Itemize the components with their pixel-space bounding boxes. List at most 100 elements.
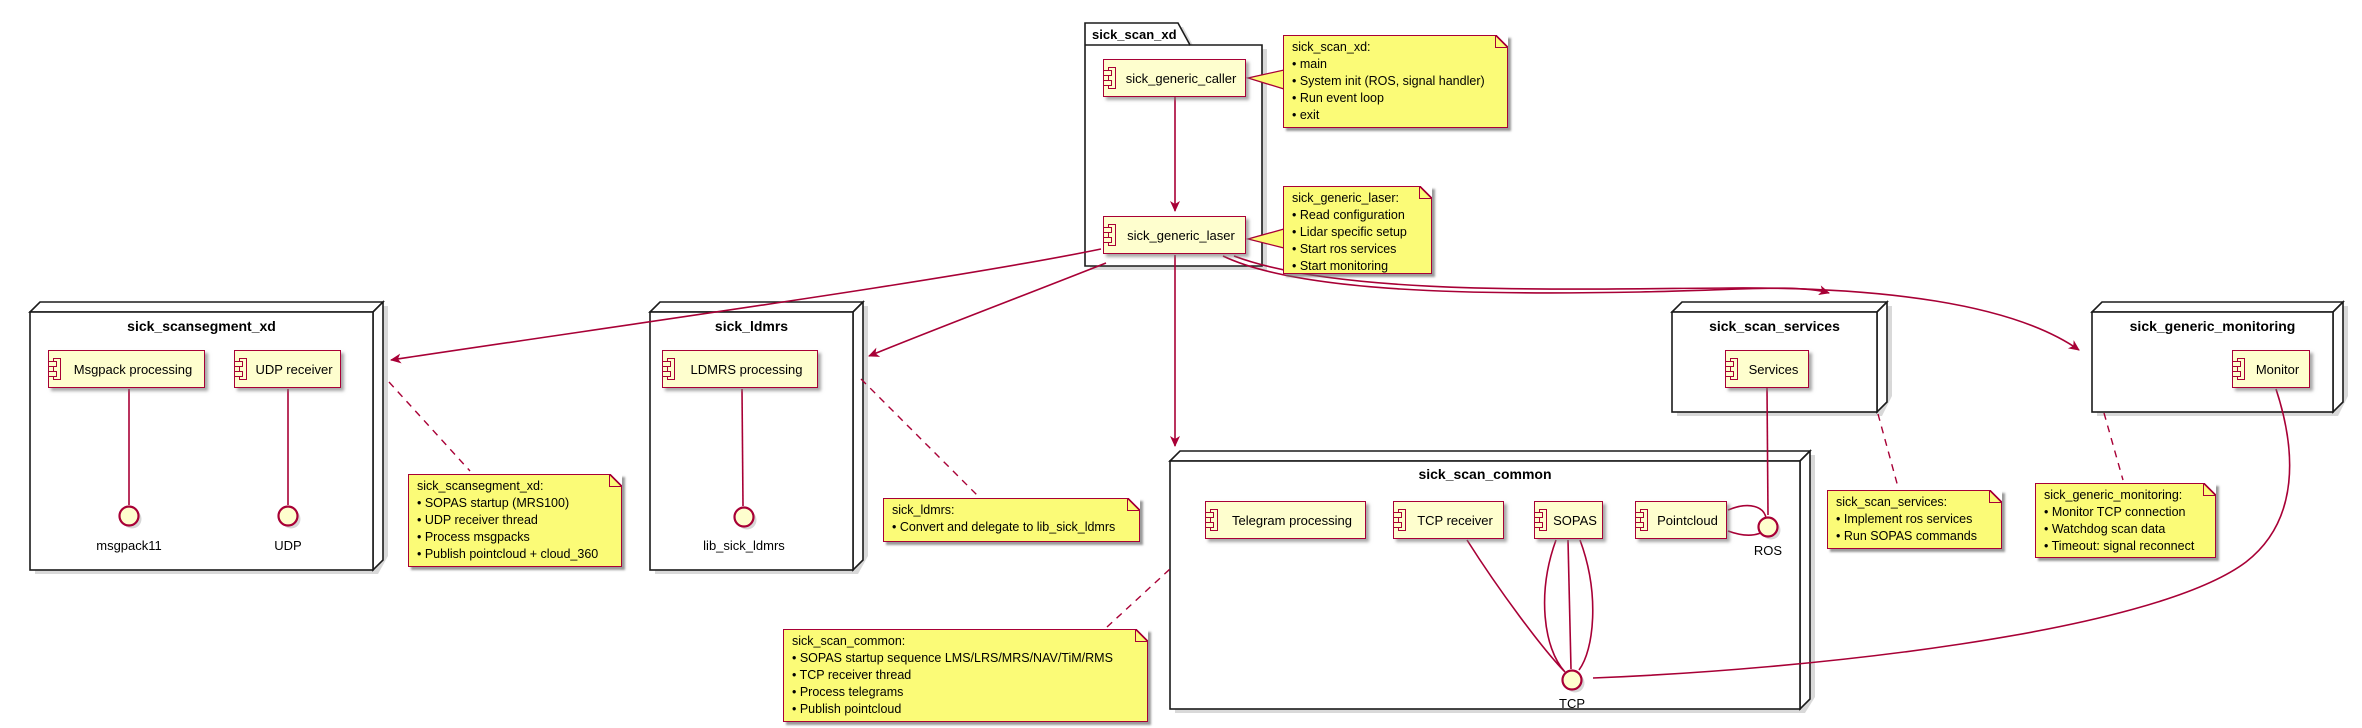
note-line: • Lidar specific setup bbox=[1292, 225, 1407, 239]
note-line: • Run SOPAS commands bbox=[1836, 529, 1978, 543]
component-icon bbox=[1534, 509, 1547, 531]
note-line: sick_scan_services: bbox=[1836, 495, 1948, 509]
note-fold-icon bbox=[1989, 490, 2002, 503]
note-line: • main bbox=[1292, 57, 1327, 71]
interface-circle-tcp bbox=[1561, 669, 1583, 691]
note-line: • UDP receiver thread bbox=[417, 513, 538, 527]
anchor-note-services bbox=[1877, 413, 1899, 488]
note-line: • Convert and delegate to lib_sick_ldmrs bbox=[892, 520, 1116, 534]
edge-sopas-to-tcp-mid bbox=[1567, 539, 1572, 670]
note-line: sick_scan_xd: bbox=[1292, 40, 1371, 54]
interface-circle-lib-sick-ldmrs bbox=[733, 506, 755, 528]
component-services: Services bbox=[1725, 350, 1809, 388]
note-line: sick_generic_laser: bbox=[1292, 191, 1399, 205]
note-sick-scansegment-xd: sick_scansegment_xd: • SOPAS startup (MRS… bbox=[408, 474, 622, 567]
component-label: Services bbox=[1748, 361, 1799, 377]
note-line: • Run event loop bbox=[1292, 91, 1384, 105]
component-label: SOPAS bbox=[1553, 512, 1597, 528]
component-icon bbox=[1393, 509, 1406, 531]
note-sick-generic-laser: sick_generic_laser: • Read configuration •… bbox=[1283, 186, 1432, 274]
interface-label-tcp: TCP bbox=[1559, 696, 1585, 711]
component-telegram-processing: Telegram processing bbox=[1205, 501, 1366, 539]
note-line: • Start ros services bbox=[1292, 242, 1397, 256]
node-scansegment-shape bbox=[28, 300, 385, 572]
edge-tcpreceiver-to-tcp bbox=[1466, 539, 1565, 672]
note-line: sick_generic_monitoring: bbox=[2044, 488, 2183, 502]
node-title-sick-scansegment-xd: sick_scansegment_xd bbox=[127, 318, 276, 334]
note-line: • Monitor TCP connection bbox=[2044, 505, 2186, 519]
note-sick-scan-common: sick_scan_common: • SOPAS startup sequenc… bbox=[783, 629, 1148, 722]
anchor-note-ldmrs bbox=[860, 378, 978, 496]
node-title-sick-generic-monitoring: sick_generic_monitoring bbox=[2129, 318, 2296, 334]
note-fold-icon bbox=[609, 474, 622, 487]
edge-pointcloud-to-ros-upper bbox=[1727, 504, 1767, 519]
note-line: • Watchdog scan data bbox=[2044, 522, 2166, 536]
component-pointcloud: Pointcloud bbox=[1635, 501, 1727, 539]
component-icon bbox=[1103, 67, 1116, 89]
component-sopas: SOPAS bbox=[1534, 501, 1603, 539]
component-sick-generic-caller: sick_generic_caller bbox=[1103, 59, 1246, 97]
component-icon bbox=[1205, 509, 1218, 531]
note-line: • TCP receiver thread bbox=[792, 668, 912, 682]
note-line: • Publish pointcloud bbox=[792, 702, 902, 716]
node-title-sick-scan-services: sick_scan_services bbox=[1709, 318, 1840, 334]
interface-label-udp: UDP bbox=[274, 538, 302, 553]
anchor-note-common bbox=[1106, 568, 1171, 628]
note-sick-scan-xd: sick_scan_xd: • main • System init (ROS, s… bbox=[1283, 35, 1508, 128]
component-icon bbox=[234, 358, 247, 380]
edge-monitor-to-tcp bbox=[1592, 388, 2291, 679]
component-ldmrs-processing: LDMRS processing bbox=[662, 350, 818, 388]
note-fold-icon bbox=[1135, 629, 1148, 642]
component-label: Monitor bbox=[2255, 361, 2300, 377]
note-line: • Implement ros services bbox=[1836, 512, 1973, 526]
component-icon bbox=[1635, 509, 1648, 531]
edge-laser-to-ldmrs bbox=[868, 262, 1107, 357]
note-line: • Process telegrams bbox=[792, 685, 904, 699]
node-services-shape bbox=[1670, 300, 1889, 414]
note-line: • System init (ROS, signal handler) bbox=[1292, 74, 1485, 88]
interface-label-lib-sick-ldmrs: lib_sick_ldmrs bbox=[703, 538, 785, 553]
component-monitor: Monitor bbox=[2232, 350, 2310, 388]
edge-sopas-to-tcp-right bbox=[1578, 539, 1594, 671]
component-udp-receiver: UDP receiver bbox=[234, 350, 341, 388]
note-line: • SOPAS startup sequence LMS/LRS/MRS/NAV… bbox=[792, 651, 1113, 665]
anchor-note-scansegment bbox=[388, 381, 471, 472]
note-line: sick_scan_common: bbox=[792, 634, 906, 648]
note-sick-ldmrs: sick_ldmrs: • Convert and delegate to lib… bbox=[883, 498, 1140, 542]
package-title-sick-scan-xd: sick_scan_xd bbox=[1092, 27, 1177, 42]
component-icon bbox=[662, 358, 675, 380]
note-line: • Timeout: signal reconnect bbox=[2044, 539, 2195, 553]
interface-label-msgpack11: msgpack11 bbox=[96, 538, 162, 553]
node-ldmrs-shape bbox=[648, 300, 865, 572]
note-line: sick_scansegment_xd: bbox=[417, 479, 544, 493]
note-sick-scan-services: sick_scan_services: • Implement ros servi… bbox=[1827, 490, 2002, 549]
interface-circle-udp bbox=[277, 505, 299, 527]
component-icon bbox=[1725, 358, 1738, 380]
interface-label-ros: ROS bbox=[1753, 543, 1783, 558]
edge-ldmrs-to-interface bbox=[741, 388, 744, 507]
note-fold-icon bbox=[1127, 498, 1140, 511]
interface-circle-msgpack11 bbox=[118, 505, 140, 527]
component-label: sick_generic_laser bbox=[1127, 227, 1235, 243]
component-icon bbox=[48, 358, 61, 380]
interface-circle-ros bbox=[1757, 516, 1779, 538]
edge-laser-to-monitoring bbox=[1233, 255, 2080, 351]
edge-services-to-ros bbox=[1766, 387, 1769, 516]
note-line: • SOPAS startup (MRS100) bbox=[417, 496, 570, 510]
component-label: TCP receiver bbox=[1417, 512, 1493, 528]
note-line: • Publish pointcloud + cloud_360 bbox=[417, 547, 599, 561]
component-sick-generic-laser: sick_generic_laser bbox=[1103, 216, 1246, 254]
component-icon bbox=[1103, 224, 1116, 246]
edge-sopas-to-tcp-left bbox=[1543, 539, 1566, 673]
anchor-note-monitoring bbox=[2103, 412, 2124, 481]
note-line: • Read configuration bbox=[1292, 208, 1405, 222]
note-line: sick_ldmrs: bbox=[892, 503, 955, 517]
note-fold-icon bbox=[1495, 35, 1508, 48]
component-label: LDMRS processing bbox=[690, 361, 803, 377]
component-label: Pointcloud bbox=[1657, 512, 1718, 528]
note-line: • exit bbox=[1292, 108, 1320, 122]
note-line: • Process msgpacks bbox=[417, 530, 530, 544]
component-label: UDP receiver bbox=[255, 361, 333, 377]
